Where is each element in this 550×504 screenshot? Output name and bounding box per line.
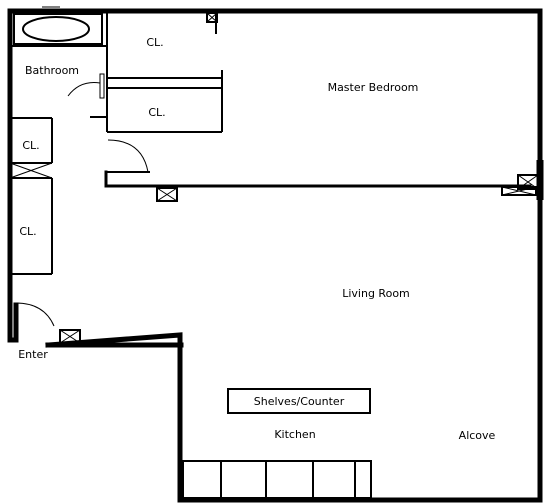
vent-icon [59,12,539,344]
exterior-walls [7,8,544,503]
closet-label-bath-mid: CL. [148,106,165,119]
bathroom-label: Bathroom [25,64,79,77]
bathtub-icon [13,6,103,45]
door-swing-icon [9,73,149,327]
living-room-label: Living Room [342,287,410,300]
closet-label-left-bottom: CL. [19,225,36,238]
shelves-counter-label: Shelves/Counter [254,395,345,408]
kitchen-label: Kitchen [274,428,315,441]
alcove-label: Alcove [459,429,496,442]
closet-label-bath-top: CL. [146,36,163,49]
shelves-counter: Shelves/Counter [227,388,371,414]
kitchen-cabinets [182,460,372,499]
closet-label-left-top: CL. [22,139,39,152]
interior-walls [10,12,532,275]
entry-label: Enter [18,348,48,361]
master-bedroom-label: Master Bedroom [328,81,419,94]
